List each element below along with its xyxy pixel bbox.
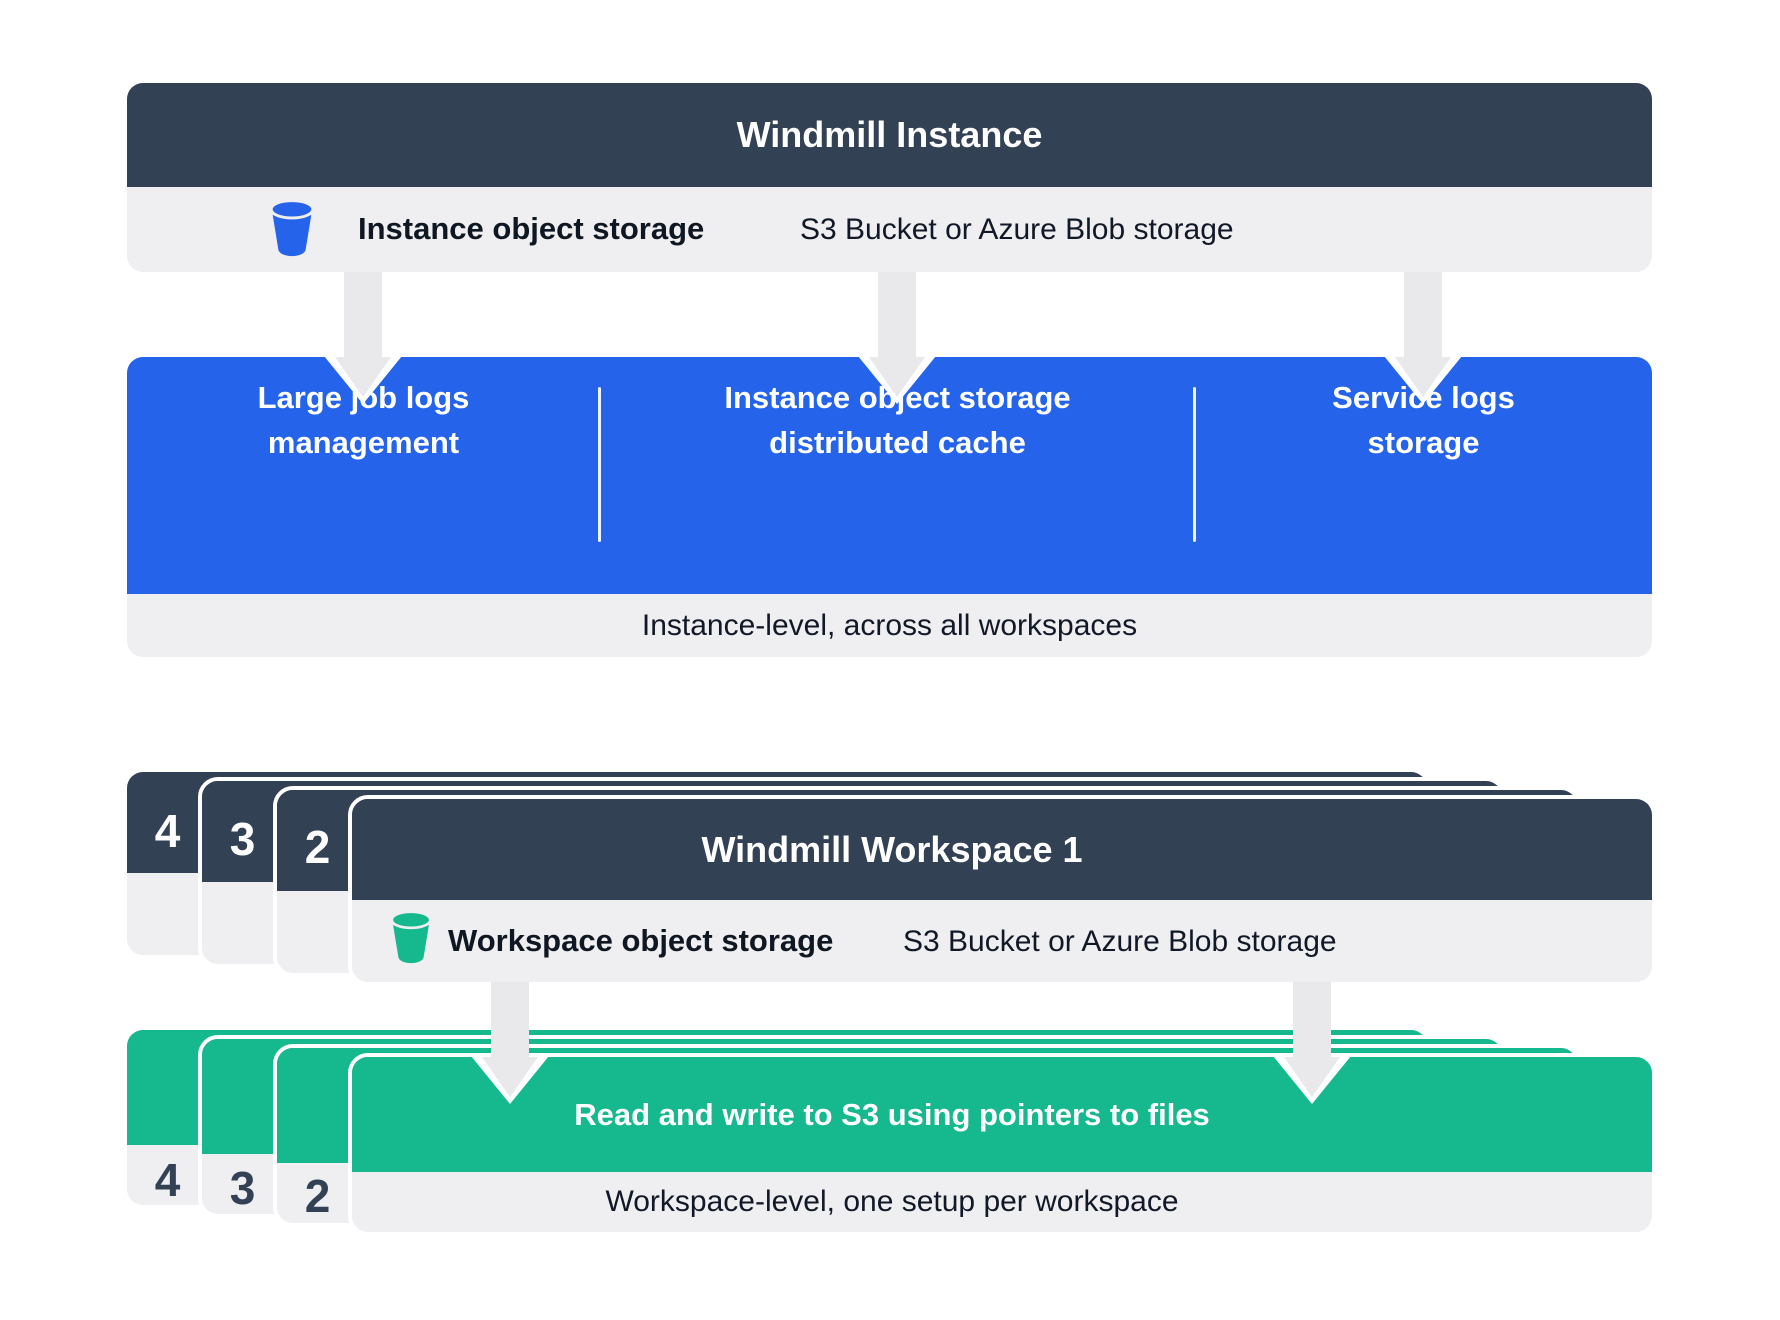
service-distributed-cache: Instance object storage distributed cach… [724, 380, 1071, 460]
divider [598, 387, 601, 542]
flow-arrow-down-icon [324, 272, 402, 404]
bucket-icon [393, 913, 429, 964]
s3-stack-number-2: 2 [304, 1170, 331, 1222]
workspace-footer-text: Workspace-level, one setup per workspace [605, 1185, 1179, 1218]
workspace-storage-label: Workspace object storage [448, 923, 834, 958]
s3-banner [352, 1057, 1652, 1172]
instance-storage-bar: Instance object storage S3 Bucket or Azu… [127, 187, 1652, 272]
s3-footer-band [352, 1172, 1652, 1232]
s3-banner-text: Read and write to S3 using pointers to f… [574, 1096, 1210, 1132]
workspace-storage-bar [352, 900, 1652, 982]
instance-footer-bar: Instance-level, across all workspaces [127, 594, 1652, 657]
flow-arrow-down-icon [858, 272, 936, 404]
workspace-storage-provider: S3 Bucket or Azure Blob storage [903, 925, 1337, 958]
workspace-footer-wrap: Workspace-level, one setup per workspace [352, 1172, 1652, 1232]
workspace-card-1 [348, 795, 1656, 986]
bucket-icon [272, 202, 312, 257]
workspace-stack-number-4: 4 [154, 805, 181, 857]
workspace-stack-number-2: 2 [304, 821, 331, 873]
s3-stack-number-4: 4 [154, 1154, 181, 1206]
instance-footer-text: Instance-level, across all workspaces [641, 608, 1138, 642]
workspace-stack-number-3: 3 [229, 813, 256, 865]
divider [1193, 387, 1196, 542]
flow-arrow-down-icon [1384, 272, 1462, 404]
instance-header: Windmill Instance [127, 83, 1652, 187]
s3-banner-text-wrap: Read and write to S3 using pointers to f… [352, 1057, 1652, 1172]
instance-storage-label: Instance object storage [358, 211, 705, 246]
flow-arrow-down-icon [1273, 982, 1351, 1104]
workspace-card-header [352, 799, 1652, 900]
instance-storage-provider: S3 Bucket or Azure Blob storage [800, 213, 1234, 246]
flow-arrow-down-icon [471, 982, 549, 1104]
workspace-title: Windmill Workspace 1 [701, 828, 1083, 870]
workspace-s3-card-1 [348, 1053, 1656, 1236]
workspace-title-wrap: Windmill Workspace 1 [352, 799, 1652, 900]
s3-stack-number-3: 3 [229, 1162, 256, 1214]
instance-title: Windmill Instance [736, 114, 1043, 155]
